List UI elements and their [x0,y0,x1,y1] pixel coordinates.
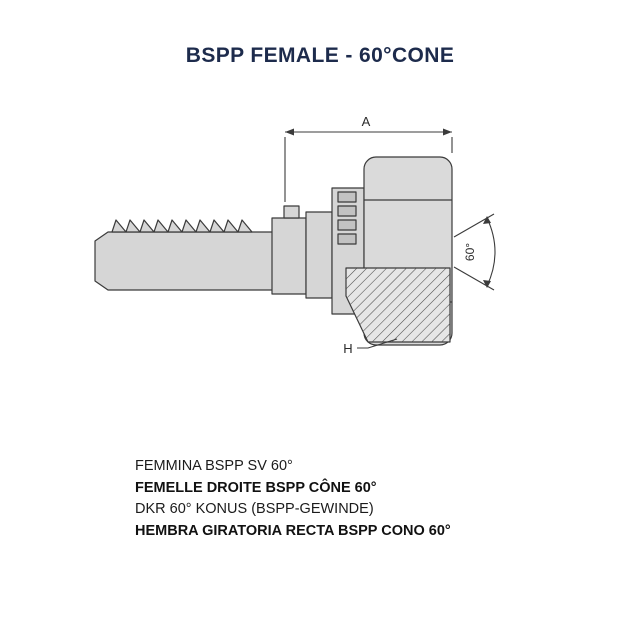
cone-angle-line-lower [453,266,495,291]
dimension-h-leader [357,338,398,349]
cone-section-hatch [346,268,450,342]
description-italian: FEMMINA BSPP SV 60° [135,458,293,474]
ferrule-step [305,211,333,299]
dimension-h-label: H [343,341,352,356]
thread-section-marks [337,191,357,245]
cone-angle-arc [486,217,496,287]
arrowhead-left-icon [285,128,294,136]
arc-arrowhead-bottom-icon [483,280,491,288]
arc-arrowhead-top-icon [483,216,491,224]
barb-teeth [111,219,253,233]
dimension-a-annotation [284,128,453,202]
description-block: FEMMINA BSPP SV 60° FEMELLE DROITE BSPP … [135,456,451,542]
hose-barb-shank [94,187,365,315]
arrowhead-right-icon [443,128,452,136]
cone-section [345,267,451,343]
dimension-h-annotation [357,338,398,349]
cone-angle-annotation [453,213,496,291]
crimp-collar [271,217,307,295]
collar-notch [283,205,300,219]
cone-angle-label: 60° [463,243,477,261]
page-title: BSPP FEMALE - 60°CONE [185,44,455,67]
fitting-diagram: A [94,114,496,356]
description-german: DKR 60° KONUS (BSPP-GEWINDE) [135,501,374,517]
description-spanish: HEMBRA GIRATORIA RECTA BSPP CONO 60° [135,522,451,539]
description-french: FEMELLE DROITE BSPP CÔNE 60° [135,479,377,496]
technical-drawing: A [0,100,640,400]
dimension-a-label: A [362,114,371,129]
cone-angle-line-upper [453,213,495,238]
